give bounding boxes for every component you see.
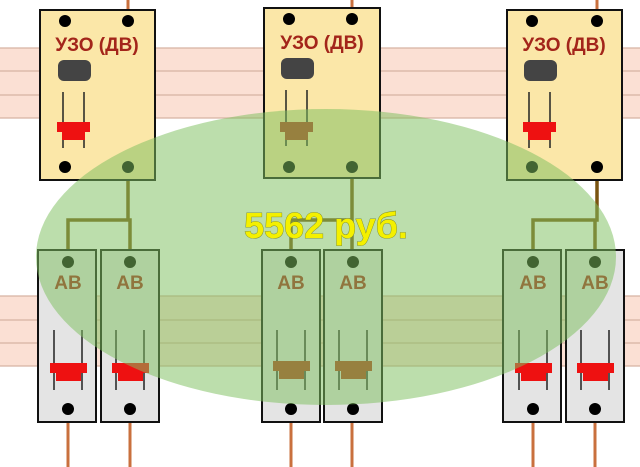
switch-handle-base	[521, 373, 546, 381]
terminal-dot	[59, 161, 71, 173]
rcd-unit: УЗО (ДВ)	[39, 9, 156, 181]
switch-handle-base	[62, 132, 85, 140]
switch-handle	[515, 363, 552, 373]
rcd-label: УЗО (ДВ)	[522, 35, 605, 56]
rcd-test-window	[58, 60, 91, 81]
rcd-label: УЗО (ДВ)	[55, 35, 138, 56]
terminal-dot	[591, 161, 603, 173]
terminal-dot	[62, 403, 74, 415]
switch-handle	[112, 363, 149, 373]
switch-handle-base	[56, 373, 81, 381]
switch-handle	[577, 363, 614, 373]
terminal-dot	[589, 403, 601, 415]
terminal-dot	[59, 15, 71, 27]
switch-handle-base	[118, 373, 143, 381]
switch-handle	[50, 363, 87, 373]
terminal-dot	[122, 15, 134, 27]
switch-handle-base	[583, 373, 608, 381]
terminal-dot	[526, 15, 538, 27]
terminal-dot	[346, 13, 358, 25]
price-label: 5562 руб.	[244, 205, 408, 246]
highlight-ellipse	[36, 109, 616, 405]
rcd-test-window	[524, 60, 557, 81]
terminal-dot	[124, 403, 136, 415]
terminal-dot	[527, 403, 539, 415]
terminal-dot	[591, 15, 603, 27]
switch-handle	[523, 122, 556, 132]
terminal-dot	[285, 403, 297, 415]
rcd-test-window	[281, 58, 314, 79]
terminal-dot	[283, 13, 295, 25]
terminal-dot	[347, 403, 359, 415]
outgoing-wires	[66, 418, 597, 467]
rcd-label: УЗО (ДВ)	[280, 33, 363, 54]
switch-handle	[57, 122, 90, 132]
switch-handle-base	[528, 132, 551, 140]
